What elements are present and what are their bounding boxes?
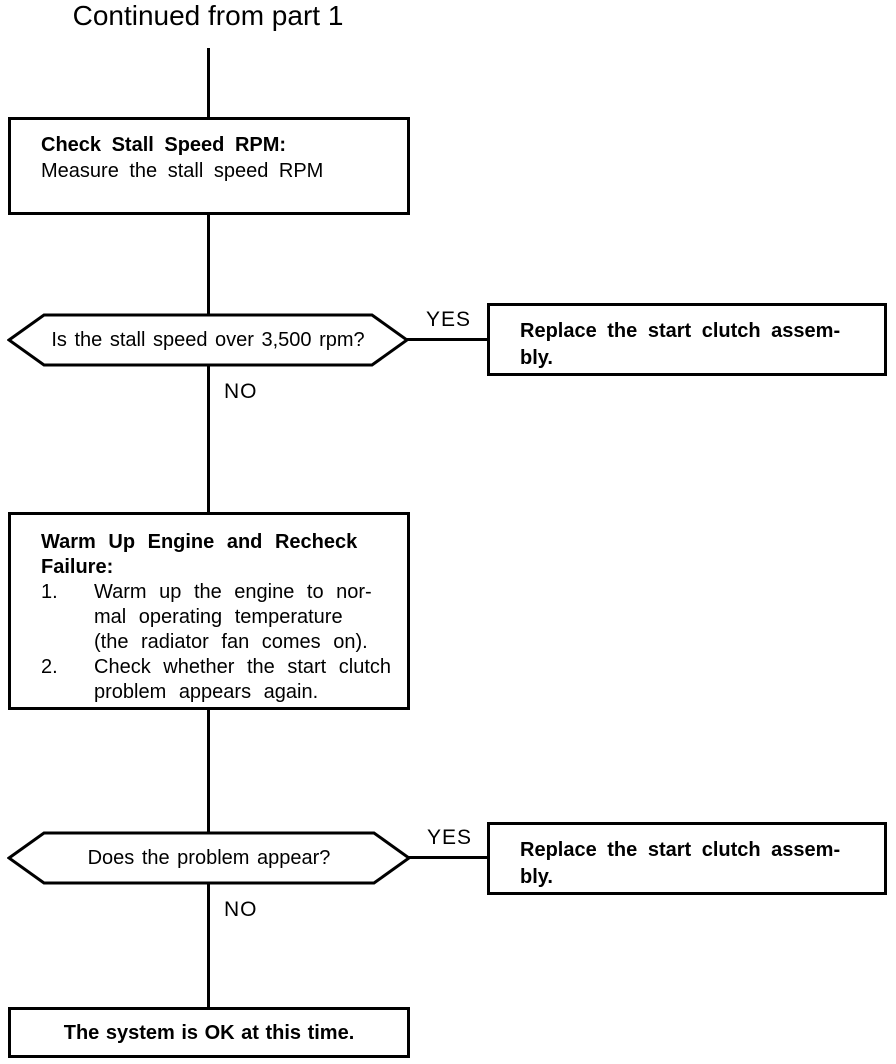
flow-line-box1-to-decision1 [207, 214, 210, 316]
process-box-check-stall-speed: Check Stall Speed RPM: Measure the stall… [8, 117, 410, 215]
step-text: Warm up the engine to nor- mal operating… [94, 580, 391, 655]
decision-hexagon-shape [7, 831, 411, 885]
yes-label-decision1: YES [426, 308, 472, 331]
action-box-line: Replace the start clutch assem- [520, 839, 841, 861]
no-label-decision2: NO [224, 898, 258, 921]
action-box-replace-clutch-1: Replace the start clutch assem- bly. [487, 303, 887, 376]
decision-stall-speed: Is the stall speed over 3,500 rpm? [7, 313, 409, 367]
decision-hexagon-outline [7, 313, 409, 367]
flow-line-yes2 [408, 856, 488, 859]
flow-line-decision1-to-box2 [207, 364, 210, 514]
decision-hexagon-outline [7, 831, 411, 885]
step-text-line: problem appears again. [94, 681, 319, 703]
step-number: 1. [41, 581, 58, 603]
process-box-body: Measure the stall speed RPM [41, 160, 324, 182]
no-label-decision1: NO [224, 380, 258, 403]
action-box-line: Replace the start clutch assem- [520, 320, 841, 342]
process-box-heading-line: Failure: [41, 556, 114, 578]
decision-problem-appear: Does the problem appear? [7, 831, 411, 885]
end-box-text: The system is OK at this time. [63, 1021, 355, 1044]
step-text-line: Warm up the engine to nor- [94, 581, 372, 603]
numbered-step: 2. Check whether the start clutch proble… [41, 655, 391, 705]
flow-line-decision2-to-endbox [207, 883, 210, 1009]
yes-label-decision2: YES [427, 826, 473, 849]
decision-hexagon-shape [7, 313, 409, 367]
action-box-line: bly. [520, 866, 553, 888]
numbered-step: 1. Warm up the engine to nor- mal operat… [41, 580, 391, 655]
step-text-line: mal operating temperature [94, 606, 343, 628]
process-box-heading: Check Stall Speed RPM: [41, 134, 287, 156]
process-box-warm-up-engine: Warm Up Engine and Recheck Failure: 1. W… [8, 512, 410, 710]
action-box-line: bly. [520, 347, 553, 369]
action-box-replace-clutch-2: Replace the start clutch assem- bly. [487, 822, 887, 895]
step-text-line: Check whether the start clutch [94, 656, 392, 678]
end-box-system-ok: The system is OK at this time. [8, 1007, 410, 1058]
step-text-line: (the radiator fan comes on). [94, 631, 368, 653]
step-number: 2. [41, 656, 58, 678]
process-box-heading-line: Warm Up Engine and Recheck [41, 531, 358, 553]
step-text: Check whether the start clutch problem a… [94, 655, 391, 705]
decision-question: Is the stall speed over 3,500 rpm? [51, 328, 365, 351]
flow-line-yes1 [406, 338, 488, 341]
flow-line-title-to-box1 [207, 48, 210, 118]
flow-line-box2-to-decision2 [207, 708, 210, 835]
decision-question: Does the problem appear? [87, 846, 331, 869]
page-title: Continued from part 1 [72, 0, 344, 31]
